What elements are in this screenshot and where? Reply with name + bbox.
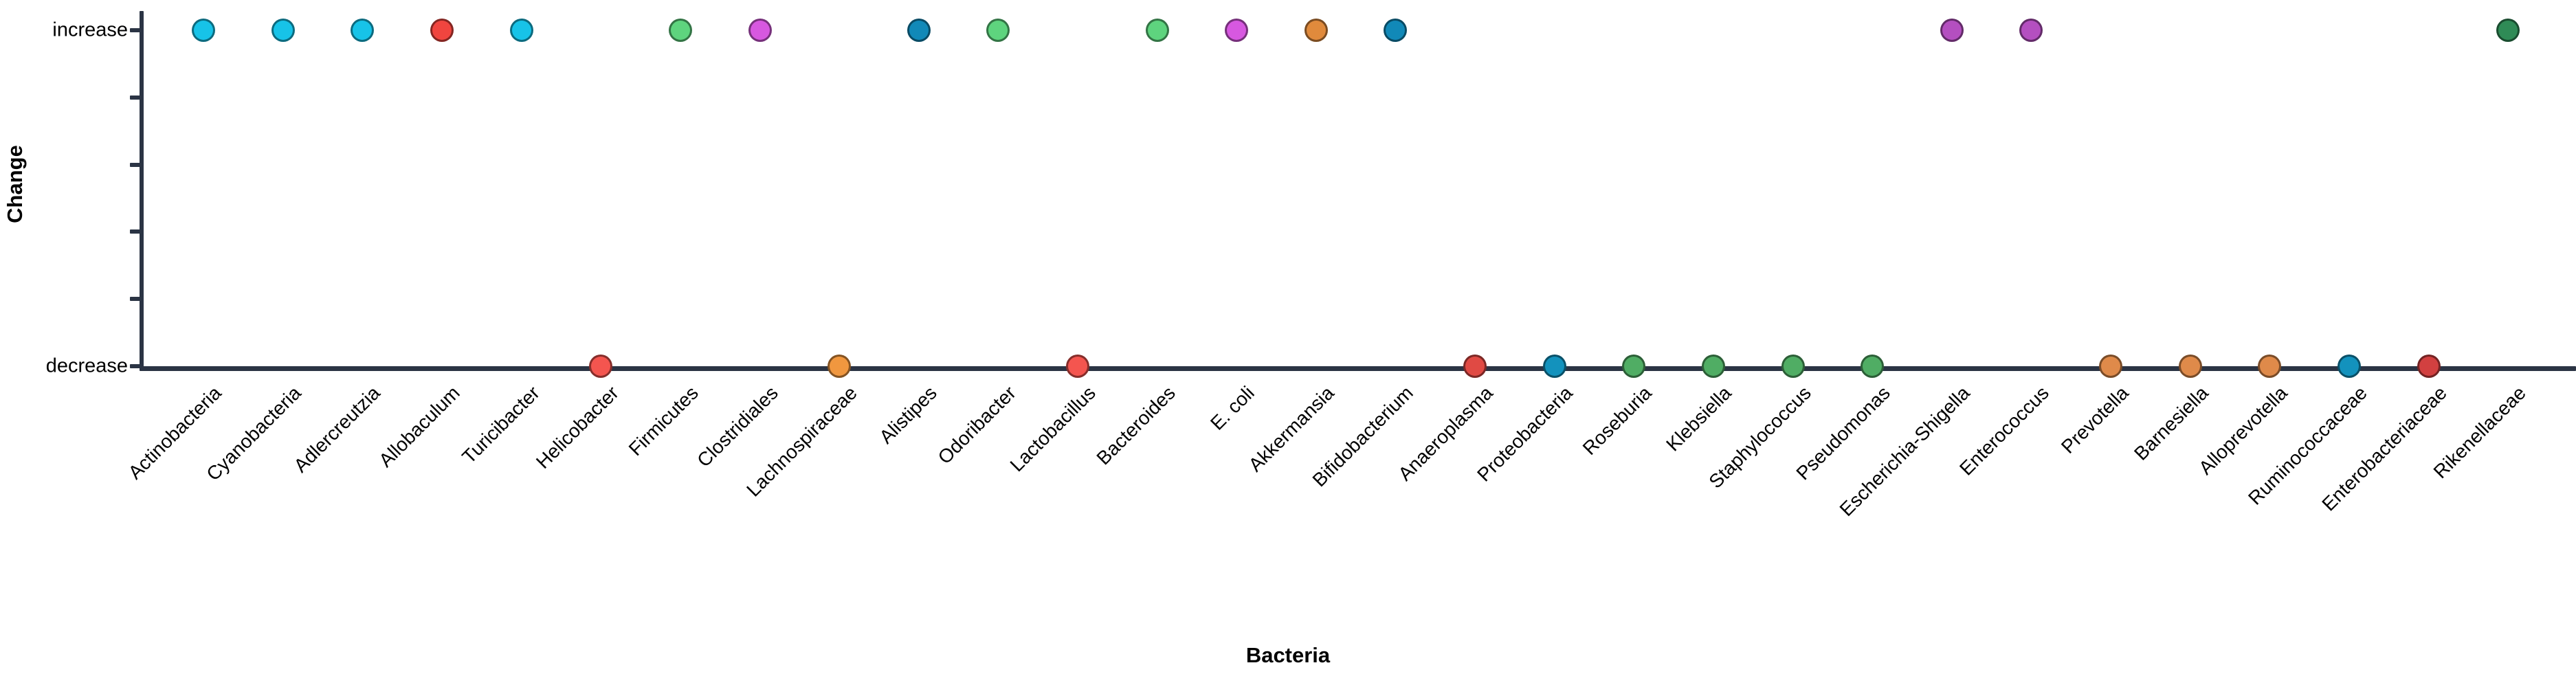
y-axis-tick — [130, 364, 140, 368]
data-point — [907, 19, 931, 42]
x-tick-label: Odoribacter — [933, 382, 1021, 469]
x-tick-label: Escherichia-Shigella — [1835, 382, 1974, 521]
data-point — [509, 19, 533, 42]
x-tick-label: Firmicutes — [624, 382, 702, 460]
x-tick-label: Roseburia — [1579, 382, 1656, 460]
data-point — [668, 19, 692, 42]
data-point — [351, 19, 375, 42]
data-point — [2019, 19, 2043, 42]
y-tick-label-decrease: decrease — [45, 355, 128, 377]
data-point — [192, 19, 216, 42]
x-tick-label: Bacteroides — [1092, 382, 1179, 469]
data-point — [1861, 355, 1885, 378]
data-point — [748, 19, 772, 42]
data-point — [2417, 355, 2441, 378]
data-point — [2099, 355, 2123, 378]
x-tick-label: E. coli — [1206, 382, 1259, 434]
data-point — [1066, 355, 1089, 378]
data-point — [986, 19, 1010, 42]
y-axis-tick — [130, 95, 140, 100]
data-point — [589, 355, 613, 378]
y-axis-tick — [130, 229, 140, 234]
data-point — [1304, 19, 1328, 42]
y-axis-spine — [140, 11, 144, 368]
y-axis-tick — [130, 162, 140, 167]
data-point — [1701, 355, 1725, 378]
y-axis-title: Change — [3, 145, 27, 223]
y-axis-tick — [130, 297, 140, 302]
x-tick-label: Klebsiella — [1662, 382, 1735, 456]
y-axis-tick — [130, 28, 140, 32]
data-point — [1542, 355, 1566, 378]
data-point — [1781, 355, 1805, 378]
data-point — [1225, 19, 1249, 42]
x-tick-label: Prevotella — [2057, 382, 2133, 458]
x-tick-label: Helicobacter — [532, 382, 623, 473]
data-point — [271, 19, 295, 42]
x-tick-label: Allobaculum — [375, 382, 464, 471]
data-point — [1940, 19, 1964, 42]
y-tick-label-increase: increase — [52, 19, 128, 41]
data-point — [2258, 355, 2282, 378]
data-point — [1384, 19, 1408, 42]
x-tick-label: Turicibacter — [457, 382, 544, 468]
data-point — [430, 19, 454, 42]
data-point — [2337, 355, 2361, 378]
data-point — [1463, 355, 1487, 378]
x-axis-spine — [140, 366, 2576, 371]
data-point — [2496, 19, 2520, 42]
x-axis-title: Bacteria — [1245, 643, 1331, 667]
data-point — [2178, 355, 2202, 378]
x-tick-label: Barnesiella — [2129, 382, 2212, 464]
data-point — [1622, 355, 1646, 378]
data-point — [1145, 19, 1169, 42]
x-tick-label: Alistipes — [875, 382, 941, 448]
data-point — [828, 355, 852, 378]
x-tick-label: Lactobacillus — [1006, 382, 1100, 476]
